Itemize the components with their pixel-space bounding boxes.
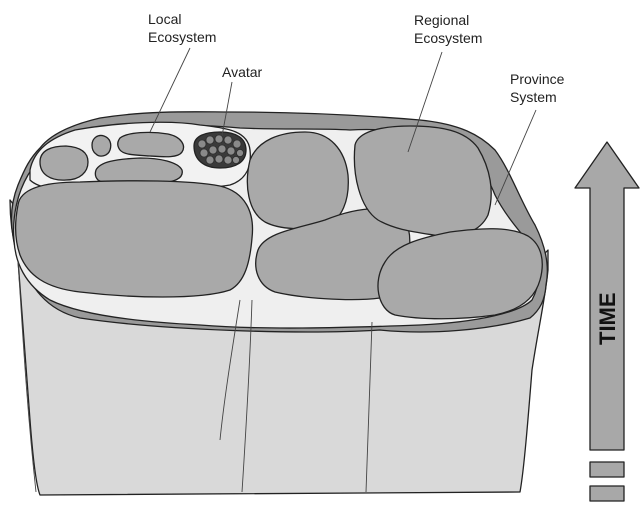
avatar-cell xyxy=(194,132,246,168)
label-regional-line1: Regional xyxy=(414,12,469,28)
time-arrow-segment-1 xyxy=(590,462,624,477)
time-arrow-segment-2 xyxy=(590,486,624,501)
time-arrow: TIME xyxy=(575,142,639,501)
label-province-line2: System xyxy=(510,89,557,105)
time-label: TIME xyxy=(595,292,620,345)
label-local-line1: Local xyxy=(148,11,181,27)
label-local-line2: Ecosystem xyxy=(148,29,216,45)
regional-patch-center-top xyxy=(247,132,348,229)
label-avatar: Avatar xyxy=(222,64,263,80)
label-regional-line2: Ecosystem xyxy=(414,30,482,46)
local-cell-1 xyxy=(40,146,88,180)
label-province-line1: Province xyxy=(510,71,565,87)
local-cell-2 xyxy=(92,135,111,156)
regional-patch-left xyxy=(16,181,253,297)
local-cell-3 xyxy=(118,132,184,156)
